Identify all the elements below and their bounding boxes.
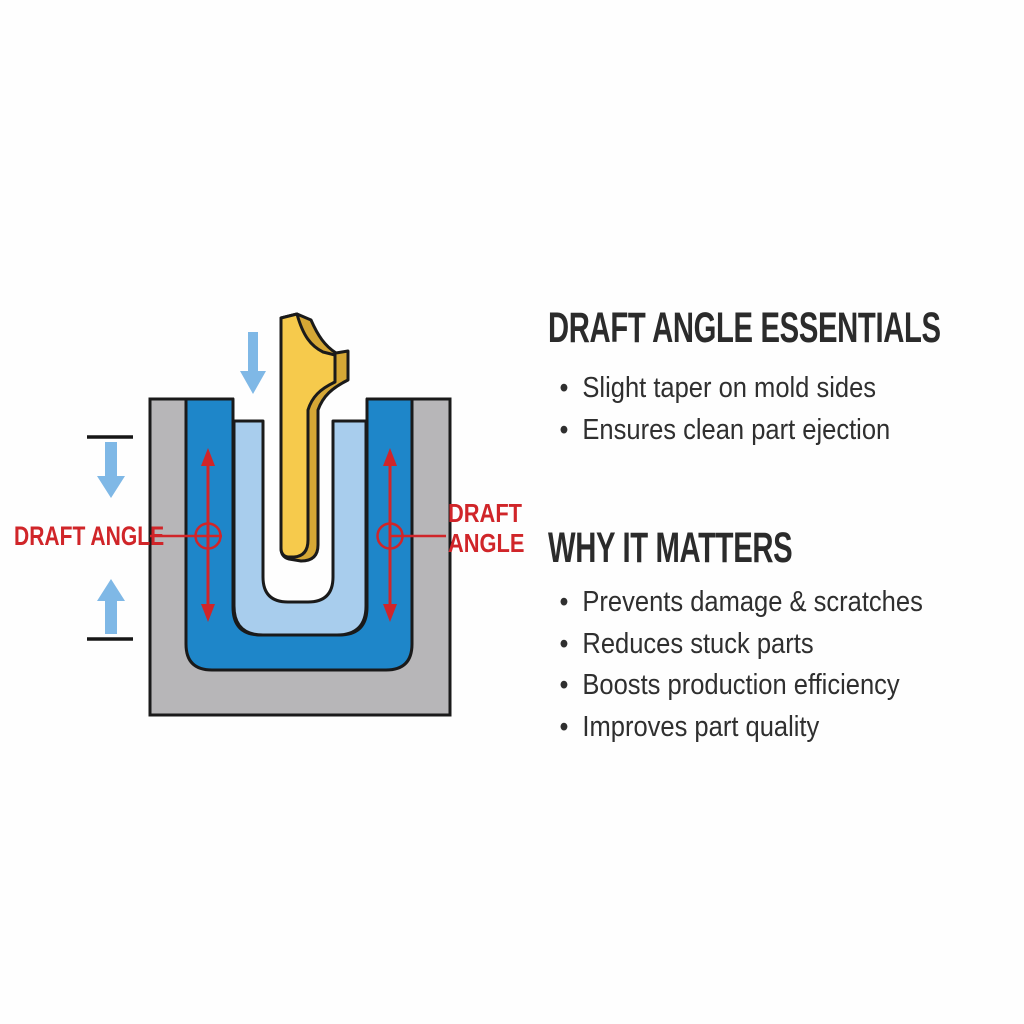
draft-angle-arrowhead-up-left (201, 448, 215, 466)
draft-angle-arrowhead-down-left (201, 604, 215, 622)
why-it-matters-bullet-list: Prevents damage & scratches Reduces stuc… (556, 582, 923, 748)
section-title-why-it-matters: WHY IT MATTERS (548, 524, 793, 572)
bullet-item: Ensures clean part ejection (556, 410, 891, 452)
draft-angle-label-right-line2: ANGLE (448, 528, 525, 558)
draft-angle-label-left: DRAFT ANGLE (14, 521, 165, 551)
draft-angle-arrowhead-down-right (383, 604, 397, 622)
bullet-item: Reduces stuck parts (556, 624, 923, 666)
bullet-item: Slight taper on mold sides (556, 368, 890, 410)
draft-angle-arrowhead-up-right (383, 448, 397, 466)
bullet-item: Boosts production efficiency (556, 665, 923, 707)
molded-part-front-face (279, 312, 337, 559)
bullet-item: Prevents damage & scratches (556, 582, 923, 624)
bullet-item: Improves part quality (556, 707, 923, 749)
section-title-essentials: DRAFT ANGLE ESSENTIALS (548, 304, 941, 352)
essentials-bullet-list: Slight taper on mold sides Ensures clean… (556, 368, 891, 452)
draft-angle-label-right-line1: DRAFT (448, 498, 522, 528)
mold-liner-light-blue (232, 419, 368, 637)
draft-angle-label-right: DRAFT ANGLE (448, 498, 524, 558)
insertion-arrow-down-icon (240, 332, 266, 394)
dimension-arrow-up-icon (97, 579, 125, 634)
dimension-arrow-down-icon (97, 442, 125, 498)
